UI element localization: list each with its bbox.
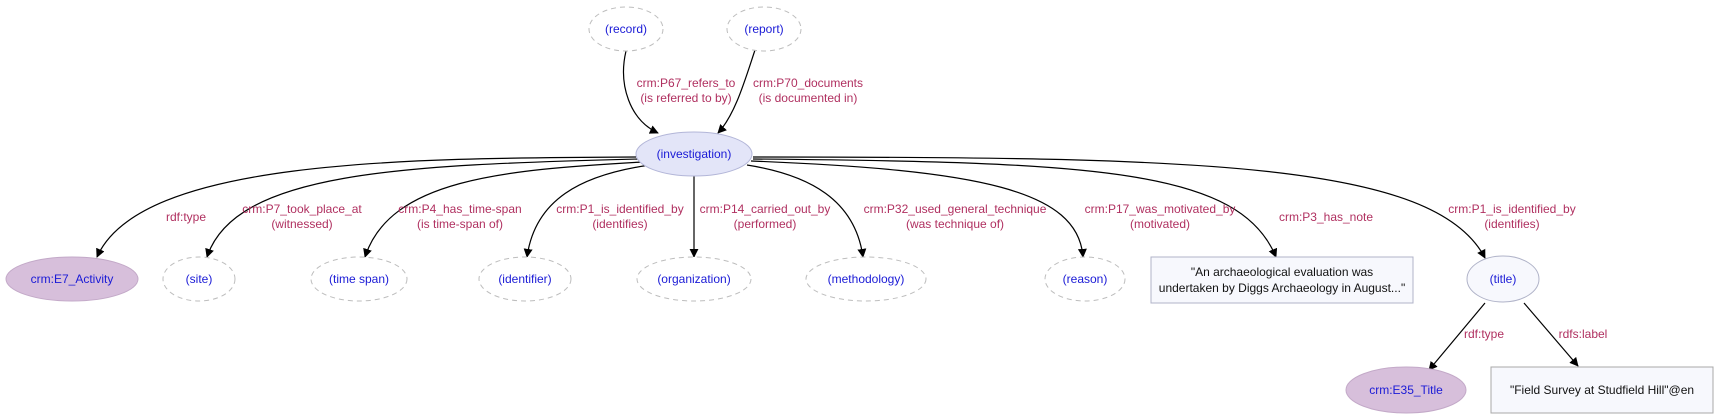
edge-type [96, 156, 637, 258]
edge-label-refers-to: crm:P67_refers_to [637, 76, 736, 90]
edge-label-has-note: crm:P3_has_note [1279, 210, 1373, 224]
edge-label-title-inverse: (identifies) [1484, 217, 1539, 231]
node-e7-activity[interactable]: crm:E7_Activity [5, 256, 139, 302]
node-title[interactable]: (title) [1466, 255, 1540, 303]
node-reason[interactable]: (reason) [1044, 256, 1126, 302]
node-methodology-label: (methodology) [828, 272, 905, 286]
edge-label-title: crm:P1_is_identified_by [1448, 202, 1575, 216]
node-site[interactable]: (site) [162, 256, 236, 302]
edge-label-general-technique-inverse: (was technique of) [906, 217, 1004, 231]
edge-label-identified-by: crm:P1_is_identified_by [556, 202, 683, 216]
edge-label-documents-inverse: (is documented in) [759, 91, 858, 105]
edge-time-span [363, 161, 643, 258]
node-record-label: (record) [605, 22, 647, 36]
edge-label-title-type: rdf:type [1464, 327, 1504, 341]
edge-identified-by [523, 164, 651, 258]
node-note-line-2: undertaken by Diggs Archaeology in Augus… [1159, 281, 1405, 295]
node-record[interactable]: (record) [588, 6, 664, 52]
node-report-label: (report) [744, 22, 783, 36]
edge-documents [717, 49, 756, 134]
edge-label-motivated-by: crm:P17_was_motivated_by [1085, 202, 1236, 216]
node-title-label: (title) [1490, 272, 1517, 286]
edge-labels: crm:P67_refers_to (is referred to by) cr… [166, 76, 1607, 341]
node-site-label: (site) [186, 272, 213, 286]
edge-label-identified-by-inverse: (identifies) [592, 217, 647, 231]
node-e7-activity-label: crm:E7_Activity [31, 272, 114, 286]
node-title-literal[interactable]: "Field Survey at Studfield Hill"@en [1490, 366, 1714, 414]
edge-label-motivated-by-inverse: (motivated) [1130, 217, 1190, 231]
edge-label-took-place-at: crm:P7_took_place_at [242, 202, 362, 216]
edge-has-note [752, 158, 1278, 258]
edge-took-place-at [205, 158, 640, 258]
edge-title [752, 156, 1486, 259]
node-note-line-1: "An archaeological evaluation was [1191, 265, 1373, 279]
node-reason-label: (reason) [1063, 272, 1108, 286]
node-e35-title-label: crm:E35_Title [1369, 383, 1443, 397]
edge-refers-to [622, 50, 659, 134]
node-organization[interactable]: (organization) [636, 256, 752, 302]
edge-label-general-technique: crm:P32_used_general_technique [864, 202, 1047, 216]
edge-label-type: rdf:type [166, 210, 206, 224]
edge-label-carried-out-by-inverse: (performed) [734, 217, 797, 231]
edge-label-title-label: rdfs:label [1559, 327, 1608, 341]
edge-label-took-place-at-inverse: (witnessed) [271, 217, 332, 231]
node-time-span[interactable]: (time span) [310, 256, 408, 302]
edge-label-refers-to-inverse: (is referred to by) [640, 91, 731, 105]
node-report[interactable]: (report) [726, 6, 802, 52]
node-time-span-label: (time span) [329, 272, 389, 286]
edge-label-time-span: crm:P4_has_time-span [398, 202, 521, 216]
node-identifier-label: (identifier) [498, 272, 551, 286]
edge-label-carried-out-by: crm:P14_carried_out_by [700, 202, 831, 216]
edge-label-documents: crm:P70_documents [753, 76, 863, 90]
node-methodology[interactable]: (methodology) [805, 256, 927, 302]
node-investigation[interactable]: (investigation) [635, 131, 753, 177]
node-identifier[interactable]: (identifier) [478, 256, 572, 302]
nodes: (record) (report) (investigation) crm:E7… [5, 6, 1714, 414]
node-title-literal-label: "Field Survey at Studfield Hill"@en [1510, 383, 1694, 397]
edge-motivated-by [750, 160, 1087, 258]
edge-title-label [1523, 302, 1579, 367]
node-investigation-label: (investigation) [657, 147, 732, 161]
node-e35-title[interactable]: crm:E35_Title [1345, 366, 1467, 414]
node-note[interactable]: "An archaeological evaluation was undert… [1150, 256, 1414, 304]
edge-title-type [1428, 302, 1486, 371]
node-organization-label: (organization) [657, 272, 730, 286]
edge-label-time-span-inverse: (is time-span of) [417, 217, 503, 231]
edges [96, 49, 1579, 371]
edge-general-technique [746, 164, 867, 258]
